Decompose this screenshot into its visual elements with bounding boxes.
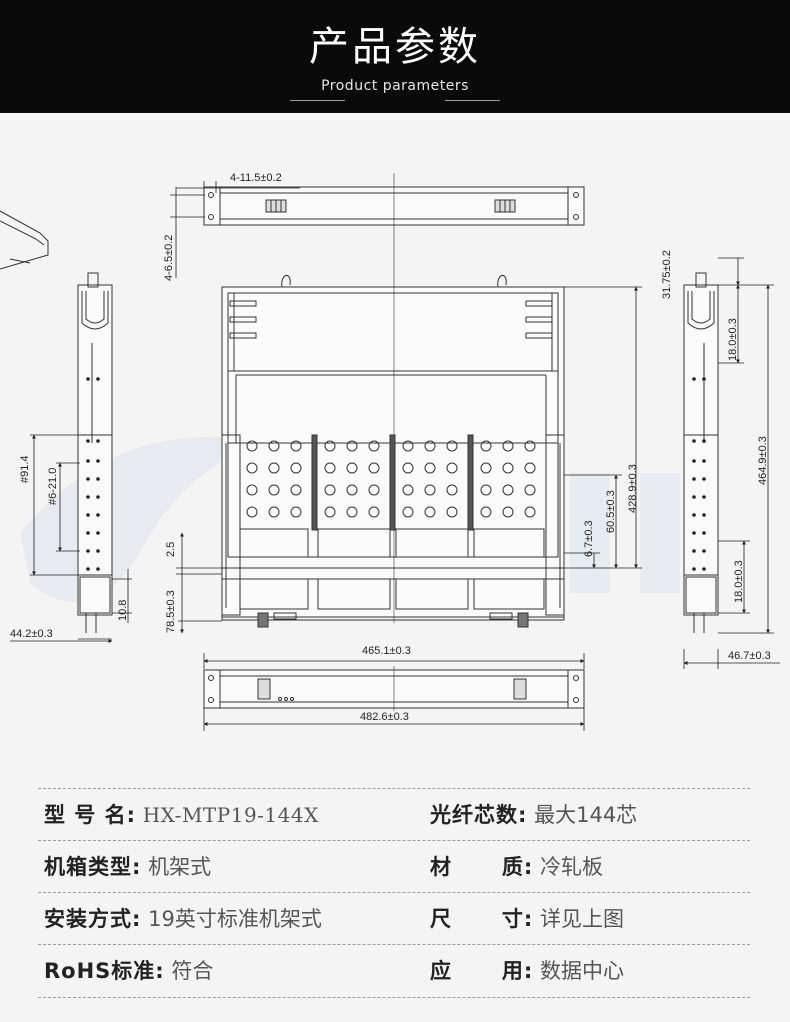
spec-mounting: 安装方式: 19英寸标准机架式 (44, 893, 322, 945)
spec-label: 尺 寸: (430, 907, 534, 931)
spec-fiber-count: 光纤芯数: 最大144芯 (430, 789, 637, 841)
dim-middle-tray: 60.5±0.3 (605, 490, 617, 533)
spec-size: 尺 寸: 详见上图 (430, 893, 624, 945)
page-header: 产品参数 Product parameters (0, 0, 790, 113)
spec-table: 型 号 名: HX-MTP19-144X 光纤芯数: 最大144芯 机箱类型: … (0, 780, 790, 1022)
bottom-view (203, 666, 585, 711)
dim-left-gap: 2.5 (165, 542, 177, 557)
spec-row: 型 号 名: HX-MTP19-144X 光纤芯数: 最大144芯 (38, 788, 750, 841)
spec-chassis-type: 机箱类型: 机架式 (44, 841, 211, 893)
right-side-holes (692, 377, 706, 571)
spec-value: 冷轧板 (539, 855, 603, 879)
dim-small-offset: 6.7±0.3 (583, 520, 595, 557)
module-1 (246, 440, 302, 518)
dim-left-foot: 10.8 (117, 600, 129, 621)
spec-label: 安装方式: (44, 907, 142, 931)
main-view (221, 173, 565, 623)
right-side-dimensions (683, 257, 780, 669)
spec-value: HX-MTP19-144X (142, 803, 319, 827)
dim-left-hole-height: 4-6.5±0.2 (163, 235, 175, 281)
bottom-view-dimensions (203, 708, 585, 731)
dim-right-upper: 18.0±0.3 (727, 318, 739, 361)
partial-view-left (0, 210, 49, 270)
dim-left-pitch: #91.4 (19, 455, 31, 483)
dim-right-depth: 464.9±0.3 (757, 436, 769, 485)
spec-row: RoHS标准: 符合 应 用: 数据中心 (38, 944, 750, 998)
dim-inner-width: 465.1±0.3 (362, 645, 411, 657)
spec-row: 安装方式: 19英寸标准机架式 尺 寸: 详见上图 (38, 892, 750, 945)
dim-left-holes: #6-21.0 (47, 468, 59, 505)
spec-label: 型 号 名: (44, 803, 137, 827)
top-view-dimensions (170, 181, 300, 278)
module-4 (480, 440, 536, 518)
subtitle-rule-right (445, 100, 500, 101)
spec-label: RoHS标准: (44, 959, 165, 983)
page-title: 产品参数 (309, 24, 481, 70)
spec-value: 详见上图 (539, 907, 624, 931)
technical-drawing: 4-11.5±0.2 4-6.5±0.2 (0, 113, 790, 780)
left-side-dimensions (10, 434, 132, 643)
spec-value: 机架式 (148, 855, 212, 879)
dim-right-top-offset: 31.75±0.2 (661, 250, 673, 299)
spec-label: 材 质: (430, 855, 534, 879)
spec-material: 材 质: 冷轧板 (430, 841, 603, 893)
spec-application: 应 用: 数据中心 (430, 945, 624, 997)
dim-middle-depth: 428.9±0.3 (627, 464, 639, 513)
module-2 (324, 440, 380, 518)
subtitle-rule-left (290, 100, 345, 101)
spec-rohs: RoHS标准: 符合 (44, 945, 213, 997)
dim-left-width: 44.2±0.3 (10, 628, 53, 640)
dim-right-lower: 18.0±0.3 (733, 560, 745, 603)
adapter-holes (239, 434, 545, 628)
spec-value: 数据中心 (539, 959, 624, 983)
dim-outer-width: 482.6±0.3 (360, 711, 409, 723)
spec-model: 型 号 名: HX-MTP19-144X (44, 789, 319, 841)
spec-label: 光纤芯数: (430, 803, 528, 827)
spec-value: 符合 (171, 959, 214, 983)
spec-value: 最大144芯 (534, 803, 638, 827)
drawing-svg: 4-11.5±0.2 4-6.5±0.2 (0, 172, 780, 731)
spec-row: 机箱类型: 机架式 材 质: 冷轧板 (38, 840, 750, 893)
page-subtitle: Product parameters (321, 78, 469, 94)
main-view-dimensions (176, 286, 642, 669)
left-side-holes (86, 377, 100, 571)
module-3 (402, 440, 458, 518)
right-side-view (683, 272, 719, 633)
dim-left-bottom: 78.5±0.3 (165, 590, 177, 633)
spec-label: 应 用: (430, 959, 534, 983)
dim-right-width: 46.7±0.3 (728, 650, 771, 662)
dim-top-hole-spacing: 4-11.5±0.2 (230, 172, 282, 184)
spec-label: 机箱类型: (44, 855, 142, 879)
spec-value: 19英寸标准机架式 (148, 907, 322, 931)
left-side-view (77, 272, 113, 633)
